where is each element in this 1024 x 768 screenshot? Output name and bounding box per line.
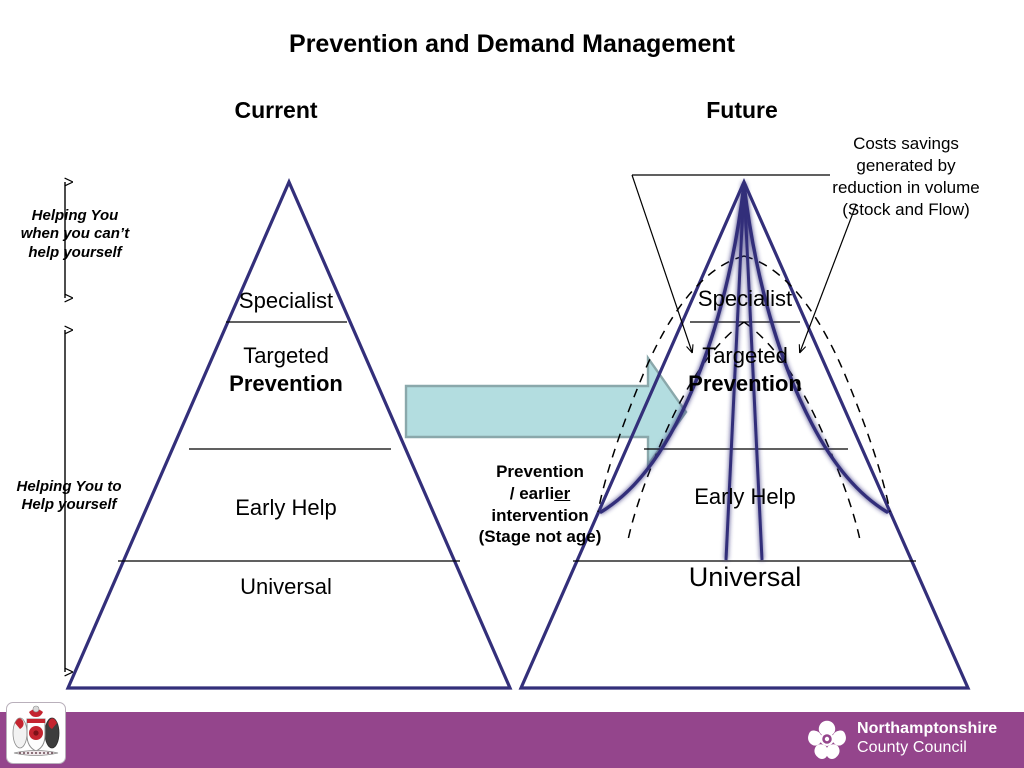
- arrow-caption: Prevention / earlier intervention (Stage…: [432, 461, 648, 548]
- page-title: Prevention and Demand Management: [289, 30, 735, 58]
- callout-line2: generated by: [856, 156, 956, 176]
- ncc-wordmark: Northamptonshire County Council: [857, 720, 997, 757]
- callout-leader-lines: [631, 174, 857, 354]
- tudor-rose-icon: [808, 720, 846, 759]
- tier-label-future-specialist: Specialist: [697, 286, 793, 311]
- tier-label-current-targeted-text: Targeted: [243, 343, 329, 368]
- cost-savings-callout: Costs savings generated by reduction in …: [800, 133, 1012, 221]
- tier-label-future-targeted: Targeted Prevention: [635, 342, 855, 398]
- tier-label-future-early-help: Early Help: [694, 484, 796, 509]
- callout-line1: Costs savings: [853, 134, 959, 153]
- tier-label-current-targeted: Targeted Prevention: [176, 342, 396, 398]
- bracket-label-helping-you-when: Helping You when you can’t help yourself: [20, 207, 130, 261]
- arrow-caption-line1: Prevention: [496, 462, 584, 481]
- callout-line4: (Stock and Flow): [842, 200, 970, 220]
- arrow-caption-line2a: / earli: [509, 483, 555, 503]
- tier-label-future-prevention: Prevention: [688, 371, 802, 397]
- heading-current: Current: [234, 97, 318, 123]
- tier-label-future-targeted-text: Targeted: [702, 343, 788, 368]
- arrow-caption-line2b: er: [554, 483, 571, 503]
- tier-label-current-specialist: Specialist: [238, 288, 334, 313]
- bracket-label-helping-you-to-help: Helping You to Help yourself: [16, 478, 122, 514]
- coat-of-arms-icon: [6, 702, 66, 764]
- ncc-wordmark-line1: Northamptonshire: [857, 720, 998, 738]
- reduced-volume-spire: [599, 182, 889, 561]
- tier-label-current-universal: Universal: [240, 574, 332, 599]
- pyramid-future: [518, 178, 971, 690]
- tier-label-future-universal: Universal: [688, 562, 802, 592]
- arrow-caption-line4: (Stage not age): [478, 527, 602, 547]
- tier-label-current-early-help: Early Help: [235, 495, 337, 520]
- arrow-caption-line3: intervention: [491, 505, 589, 525]
- dashed-volume-curves: [597, 255, 891, 541]
- callout-line3: reduction in volume: [832, 178, 980, 198]
- heading-future: Future: [706, 97, 778, 123]
- pyramid-current: [65, 178, 513, 690]
- ncc-wordmark-line2: County Council: [857, 739, 967, 756]
- tier-label-current-prevention: Prevention: [229, 371, 343, 397]
- ncc-logo: Northamptonshire County Council: [806, 714, 997, 764]
